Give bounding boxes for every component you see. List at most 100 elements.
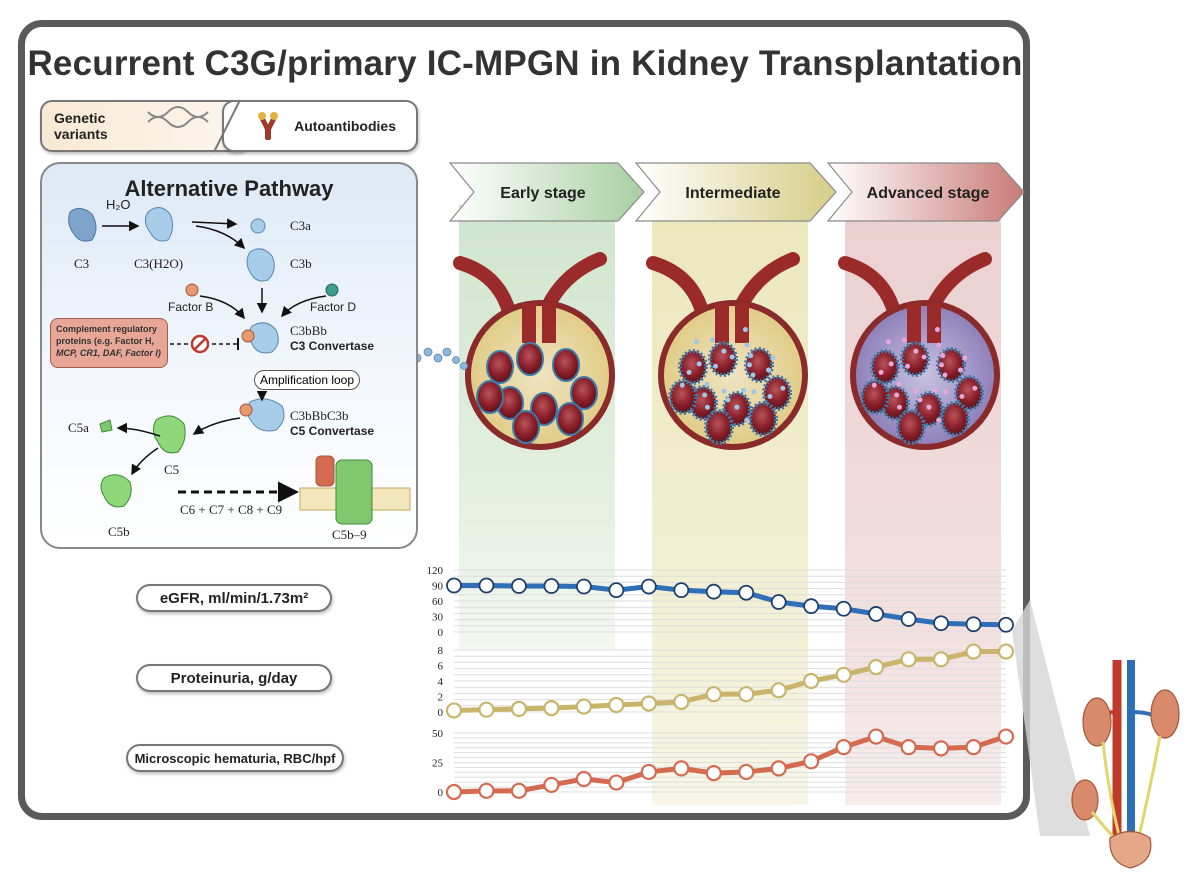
genetic-variants-label: variants xyxy=(54,126,108,142)
data-point xyxy=(705,765,722,782)
regulatory-label: Complement regulatory xyxy=(56,324,158,334)
autoantibodies-label: Autoantibodies xyxy=(294,118,396,134)
data-point xyxy=(770,594,787,610)
c5b9-label: C5b–9 xyxy=(332,527,367,542)
alternative-pathway-title: Alternative Pathway xyxy=(124,176,334,201)
data-point xyxy=(835,600,852,617)
data-point xyxy=(705,583,722,600)
y-tick-label: 90 xyxy=(432,581,444,593)
stage-label: Early stage xyxy=(500,185,585,202)
c3a-label: C3a xyxy=(290,218,311,233)
data-point xyxy=(575,578,592,595)
data-point xyxy=(478,782,495,799)
glomerulus-intermediate-illustration xyxy=(646,252,808,450)
stage-label: Advanced stage xyxy=(867,185,990,202)
data-point xyxy=(900,651,917,668)
data-point xyxy=(997,643,1015,660)
y-tick-label: 2 xyxy=(438,692,444,704)
data-point xyxy=(803,598,820,615)
data-point xyxy=(803,672,820,690)
c5-label: C5 xyxy=(164,462,180,477)
h2o-label: H₂O xyxy=(106,197,131,212)
data-point xyxy=(868,606,885,622)
y-tick-label: 8 xyxy=(438,645,444,657)
stage-label: Intermediate xyxy=(685,185,780,202)
glomerulus-early-illustration xyxy=(453,252,615,450)
y-tick-label: 120 xyxy=(427,565,444,577)
data-point xyxy=(770,760,787,777)
data-point xyxy=(835,739,852,756)
data-point xyxy=(640,578,657,595)
early-stage-arrow xyxy=(448,162,645,222)
data-point xyxy=(997,728,1015,745)
data-point xyxy=(738,763,755,781)
data-point xyxy=(705,686,722,703)
data-point xyxy=(868,728,885,745)
chart-proteinuria: 0 2 4 6 8 xyxy=(438,643,1015,719)
data-point xyxy=(673,693,690,711)
data-point xyxy=(608,696,625,714)
c5b-label: C5b xyxy=(108,524,130,539)
data-point xyxy=(510,782,528,799)
data-point xyxy=(900,739,917,756)
data-point xyxy=(965,616,982,633)
data-point xyxy=(965,739,982,756)
data-point xyxy=(900,611,917,627)
data-point xyxy=(640,695,657,712)
c5-convertase-label: C5 Convertase xyxy=(290,424,375,438)
data-point xyxy=(673,760,690,777)
y-tick-label: 4 xyxy=(438,676,444,688)
data-point xyxy=(478,701,495,718)
genetic-variants-label: Genetic xyxy=(54,110,106,126)
regulatory-label: proteins (e.g. Factor H, xyxy=(56,336,155,346)
data-point xyxy=(932,740,950,757)
y-tick-label: 25 xyxy=(432,758,444,770)
y-tick-label: 0 xyxy=(438,627,444,639)
proteinuria-label-text: Proteinuria, g/day xyxy=(170,669,298,687)
complement-regulatory-proteins-box: Complement regulatory proteins (e.g. Fac… xyxy=(50,318,168,368)
data-point xyxy=(803,753,820,770)
page-title: Recurrent C3G/primary IC-MPGN in Kidney … xyxy=(27,44,1023,83)
amplification-loop-label: Amplification loop xyxy=(259,373,355,387)
data-point xyxy=(543,776,560,794)
y-tick-label: 30 xyxy=(432,612,444,624)
genetic-variants-box: Genetic variants xyxy=(40,100,250,152)
c3bbb-label: C3bBb xyxy=(290,323,327,338)
hematuria-metric-label: Microscopic hematuria, RBC/hpf xyxy=(126,744,344,772)
data-point xyxy=(510,700,528,718)
data-point xyxy=(446,577,462,594)
data-point xyxy=(478,577,495,594)
kidney-urinary-tract-illustration xyxy=(1071,660,1180,869)
data-point xyxy=(738,686,755,703)
amplification-loop-box: Amplification loop xyxy=(254,370,360,390)
intermediate-stage-arrow xyxy=(634,162,837,222)
data-point xyxy=(608,582,625,599)
proteinuria-metric-label: Proteinuria, g/day xyxy=(136,664,332,692)
chart-egfr: 0 30 60 90 120 xyxy=(427,565,1014,639)
c3-label: C3 xyxy=(74,256,90,271)
y-tick-label: 60 xyxy=(432,596,444,608)
y-tick-label: 0 xyxy=(438,707,444,719)
y-tick-label: 6 xyxy=(438,661,444,673)
c3-convertase-label: C3 Convertase xyxy=(290,339,375,353)
advanced-stage-band xyxy=(845,205,1001,805)
c5a-label: C5a xyxy=(68,420,89,435)
glomerulus-advanced-illustration xyxy=(838,252,1000,450)
data-point xyxy=(543,700,560,717)
data-point xyxy=(445,702,463,719)
data-point xyxy=(932,651,950,668)
c3bbbc3b-label: C3bBbC3b xyxy=(290,408,349,423)
intermediate-stage-band xyxy=(652,205,808,805)
c3h2o-label: C3(H2O) xyxy=(134,256,184,271)
data-point xyxy=(835,666,852,683)
data-point xyxy=(868,658,885,676)
egfr-label-text: eGFR, ml/min/1.73m² xyxy=(159,589,309,607)
data-point xyxy=(998,616,1014,633)
egfr-metric-label: eGFR, ml/min/1.73m² xyxy=(136,584,332,612)
data-point xyxy=(511,578,527,594)
data-point xyxy=(608,774,625,791)
c3b-label: C3b xyxy=(290,256,312,271)
y-tick-label: 50 xyxy=(432,728,444,740)
